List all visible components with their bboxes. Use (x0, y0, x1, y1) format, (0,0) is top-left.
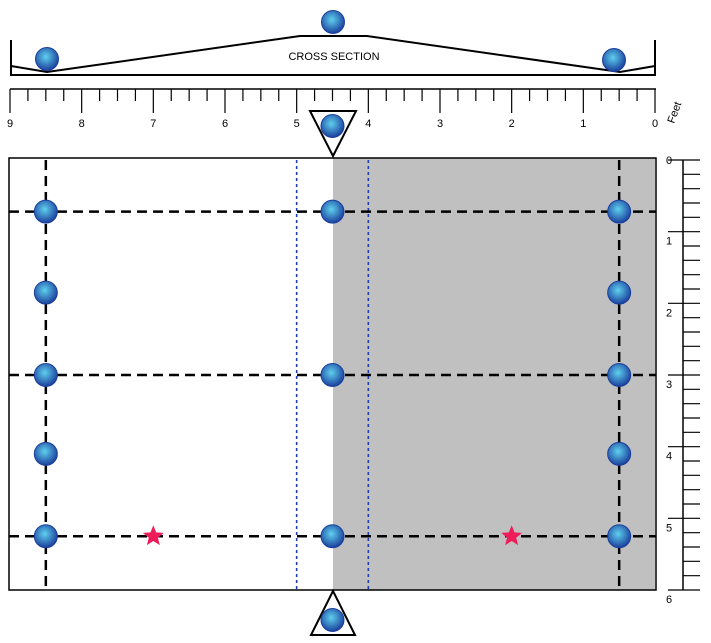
right-axis-label: 3 (666, 379, 672, 391)
top-axis-label: 8 (79, 118, 85, 130)
top-axis-label: 7 (150, 118, 156, 130)
cross-section-profile (10, 35, 656, 74)
top-axis-ticks (9, 89, 656, 113)
node (33, 524, 58, 549)
node (33, 363, 58, 387)
cross-section-frame (10, 40, 656, 76)
node (607, 363, 632, 387)
node (320, 363, 345, 387)
star-marker (142, 525, 164, 546)
plan-nodes (33, 199, 632, 549)
marker-nodes (320, 114, 345, 632)
top-axis-label: 9 (7, 118, 13, 130)
right-axis-label: 0 (666, 155, 672, 167)
node (607, 441, 632, 466)
top-axis: 9 8 7 6 5 4 3 2 1 0 Feet (7, 88, 685, 130)
node (33, 280, 58, 305)
plan-view (8, 157, 657, 591)
cross-section-label: CROSS SECTION (288, 51, 379, 63)
top-axis-label: 3 (437, 118, 443, 130)
right-axis-label: 6 (666, 594, 672, 606)
node (607, 280, 632, 305)
node (33, 441, 58, 466)
top-axis-label: 6 (222, 118, 228, 130)
star-marker (501, 525, 523, 546)
cross-section-nodes (35, 10, 626, 72)
right-axis-label: 4 (666, 451, 672, 463)
cross-section-node (602, 48, 626, 72)
right-axis-label: 5 (666, 522, 672, 534)
right-axis-ticks (668, 159, 700, 591)
right-axis-label: 2 (666, 307, 672, 319)
right-axis: 0 1 2 3 4 5 6 (666, 155, 700, 606)
bottom-marker-node (320, 608, 345, 632)
cross-section-node (35, 47, 59, 71)
top-marker-node (320, 114, 345, 138)
node (607, 199, 632, 224)
top-axis-label: 4 (365, 118, 371, 130)
cross-section-node (321, 10, 345, 34)
top-axis-labels: 9 8 7 6 5 4 3 2 1 0 (7, 118, 658, 130)
stars (142, 525, 523, 546)
node (320, 524, 345, 549)
top-axis-label: 5 (294, 118, 300, 130)
top-axis-label: 0 (652, 118, 658, 130)
right-axis-label: 1 (666, 236, 672, 248)
top-axis-label: 2 (509, 118, 515, 130)
cross-section: CROSS SECTION (10, 10, 656, 76)
top-axis-unit: Feet (666, 100, 685, 125)
node (320, 199, 345, 224)
right-axis-labels: 0 1 2 3 4 5 6 (666, 155, 672, 606)
node (33, 199, 58, 224)
node (607, 524, 632, 549)
top-axis-label: 1 (580, 118, 586, 130)
